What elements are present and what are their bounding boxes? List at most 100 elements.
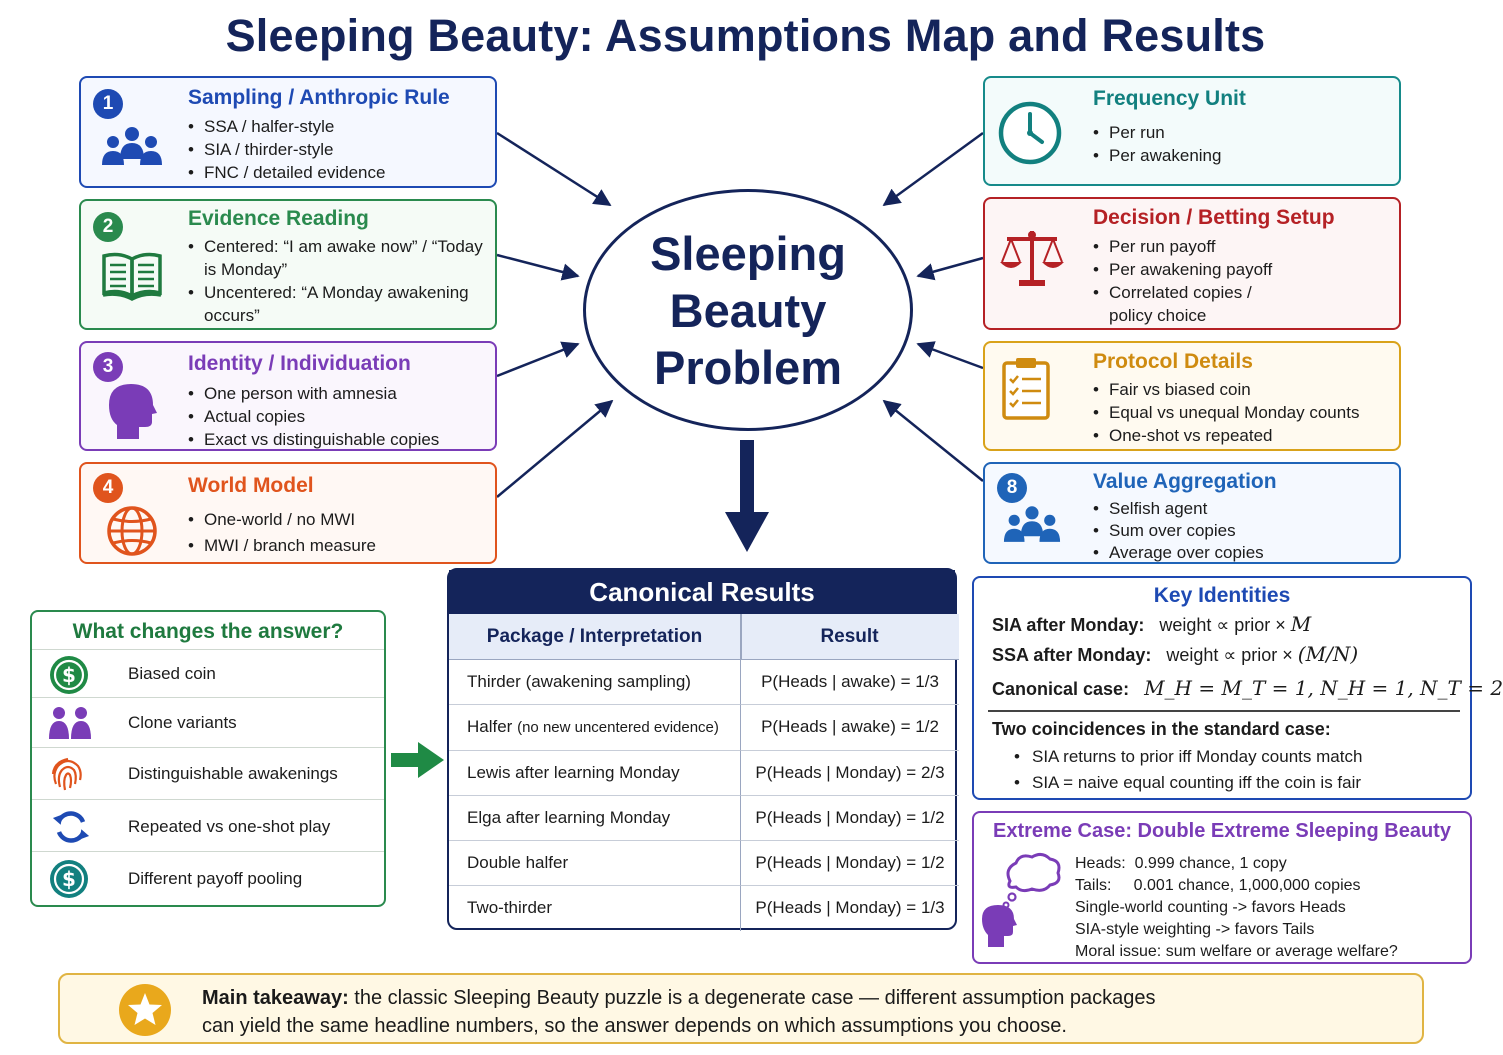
identity-box: 3 Identity / Individuation One person wi… bbox=[79, 341, 497, 451]
row-label: Distinguishable awakenings bbox=[128, 764, 338, 783]
center-ellipse bbox=[583, 189, 913, 431]
coincidences-list: SIA returns to prior iff Monday counts m… bbox=[1014, 744, 1362, 796]
ssa-formula: weight ∝ prior × bbox=[1166, 645, 1298, 665]
table-cell: Double halfer bbox=[449, 841, 740, 886]
evidence-heading: Evidence Reading bbox=[188, 207, 369, 230]
down-arrow-shaft bbox=[740, 440, 754, 520]
head-profile-icon bbox=[109, 384, 157, 439]
list-item: SIA-style weighting -> favors Tails bbox=[1075, 921, 1315, 938]
table-cell: P(Heads | Monday) = 2/3 bbox=[740, 751, 959, 796]
dollar-coin-icon: $ bbox=[50, 656, 88, 694]
list-item: Clone variants bbox=[32, 697, 384, 747]
list-item: Moral issue: sum welfare or average welf… bbox=[1075, 943, 1398, 960]
people-group-icon bbox=[102, 127, 162, 165]
protocol-list: Fair vs biased coin Equal vs unequal Mon… bbox=[1093, 378, 1359, 447]
list-item: Exact vs distinguishable copies bbox=[188, 428, 439, 451]
table-cell: Lewis after learning Monday bbox=[449, 751, 740, 796]
row-label: Repeated vs one-shot play bbox=[128, 817, 331, 836]
canonical-formula: M_H = M_T = 1, N_H = 1, N_T = 2 bbox=[1144, 676, 1503, 700]
center-line-3: Problem bbox=[653, 341, 843, 394]
arrow-decision bbox=[916, 256, 984, 281]
sia-label: SIA after Monday: bbox=[992, 615, 1145, 635]
list-item: Sum over copies bbox=[1093, 520, 1264, 542]
dollar-coin-icon: $ bbox=[50, 860, 88, 898]
list-item: Single-world counting -> favors Heads bbox=[1075, 899, 1346, 916]
row-label: Clone variants bbox=[128, 713, 237, 732]
table-cell: P(Heads | Monday) = 1/2 bbox=[740, 796, 959, 841]
globe-icon bbox=[107, 506, 157, 556]
thinking-head-icon bbox=[982, 852, 1061, 947]
list-item: Selfish agent bbox=[1093, 498, 1264, 520]
canonical-case: Canonical case: M_H = M_T = 1, N_H = 1, … bbox=[992, 676, 1503, 700]
list-item: Average over copies bbox=[1093, 542, 1264, 564]
list-item: Per run bbox=[1093, 121, 1221, 144]
table-cell: P(Heads | awake) = 1/2 bbox=[740, 705, 959, 751]
sampling-box: 1 Sampling / Anthropic Rule SSA / halfer… bbox=[79, 76, 497, 188]
takeaway-text: Main takeaway: the classic Sleeping Beau… bbox=[202, 984, 1156, 1040]
list-item: Repeated vs one-shot play bbox=[32, 799, 384, 851]
row-label: Different payoff pooling bbox=[128, 869, 303, 888]
list-item: Centered: “I am awake now” / “Today is M… bbox=[188, 235, 488, 281]
list-item: Per awakening bbox=[1093, 144, 1221, 167]
list-item: FNC / detailed evidence bbox=[188, 161, 385, 184]
extreme-case-lines: Heads: 0.999 chance, 1 copy Tails: 0.001… bbox=[1075, 853, 1398, 963]
value-list: Selfish agent Sum over copies Average ov… bbox=[1093, 498, 1264, 564]
list-item: Fair vs biased coin bbox=[1093, 378, 1359, 401]
list-item: SIA returns to prior iff Monday counts m… bbox=[1014, 744, 1362, 770]
arrow-value bbox=[882, 399, 984, 482]
svg-text:$: $ bbox=[62, 867, 76, 891]
arrow-sampling bbox=[496, 131, 612, 207]
table-cell: P(Heads | awake) = 1/3 bbox=[740, 660, 959, 705]
coincidences-label: Two coincidences in the standard case: bbox=[992, 719, 1331, 739]
identity-heading: Identity / Individuation bbox=[188, 352, 411, 375]
svg-text:$: $ bbox=[62, 663, 76, 687]
sia-formula: weight ∝ prior × bbox=[1159, 615, 1291, 635]
arrow-frequency bbox=[882, 131, 984, 207]
divider bbox=[988, 710, 1460, 712]
clipboard-checklist-icon bbox=[1002, 358, 1050, 420]
what-changes-panel: What changes the answer? $ Biased coin C… bbox=[30, 610, 386, 907]
evidence-list: Centered: “I am awake now” / “Today is M… bbox=[188, 235, 488, 327]
value-heading: Value Aggregation bbox=[1093, 470, 1277, 493]
package-note: (no new uncentered evidence) bbox=[517, 719, 719, 736]
takeaway-line-2: can yield the same headline numbers, so … bbox=[202, 1015, 1067, 1037]
ssa-variable: (M/N) bbox=[1297, 642, 1359, 666]
badge-4: 4 bbox=[93, 473, 123, 503]
frequency-box: Frequency Unit Per run Per awakening bbox=[983, 76, 1401, 186]
list-item: Equal vs unequal Monday counts bbox=[1093, 401, 1359, 424]
key-identities-panel: Key Identities SIA after Monday: weight … bbox=[972, 576, 1503, 800]
decision-list: Per run payoff Per awakening payoff Corr… bbox=[1093, 235, 1383, 327]
sia-variable: M bbox=[1290, 612, 1312, 636]
canonical-results-table: Canonical Results Package / Interpretati… bbox=[447, 568, 959, 931]
green-arrow-shaft bbox=[391, 753, 421, 767]
package-name: Halfer bbox=[467, 717, 513, 736]
takeaway-banner: Main takeaway: the classic Sleeping Beau… bbox=[58, 973, 1424, 1044]
table-cell: Elga after learning Monday bbox=[449, 796, 740, 841]
world-box: 4 World Model One-world / no MWI MWI / b… bbox=[79, 462, 497, 564]
list-item: One person with amnesia bbox=[188, 382, 439, 405]
list-item: $ Biased coin bbox=[32, 649, 384, 697]
arrow-identity bbox=[496, 341, 580, 378]
evidence-box: 2 Evidence Reading Centered: “I am awake… bbox=[79, 199, 497, 330]
badge-8: 8 bbox=[997, 473, 1027, 503]
takeaway-line-1: the classic Sleeping Beauty puzzle is a … bbox=[348, 987, 1156, 1009]
list-item: Uncentered: “A Monday awakening occurs” bbox=[188, 281, 488, 327]
world-heading: World Model bbox=[188, 474, 314, 497]
frequency-list: Per run Per awakening bbox=[1093, 121, 1221, 167]
list-item: Per run payoff bbox=[1093, 235, 1383, 258]
column-divider bbox=[740, 614, 742, 660]
list-item: Per awakening payoff bbox=[1093, 258, 1383, 281]
list-item: SIA / thirder-style bbox=[188, 138, 385, 161]
clock-icon bbox=[998, 101, 1062, 165]
star-badge-icon bbox=[119, 984, 171, 1036]
sampling-list: SSA / halfer-style SIA / thirder-style F… bbox=[188, 115, 385, 184]
list-item: One-world / no MWI bbox=[188, 507, 376, 533]
list-item: SSA / halfer-style bbox=[188, 115, 385, 138]
column-header-package: Package / Interpretation bbox=[449, 614, 740, 660]
green-arrow-head bbox=[418, 742, 444, 778]
table-cell: P(Heads | Monday) = 1/3 bbox=[740, 886, 959, 931]
arrow-protocol bbox=[916, 341, 984, 370]
badge-3: 3 bbox=[93, 352, 123, 382]
decision-box: Decision / Betting Setup Per run payoff … bbox=[983, 197, 1401, 330]
page-title: Sleeping Beauty: Assumptions Map and Res… bbox=[225, 10, 1266, 61]
